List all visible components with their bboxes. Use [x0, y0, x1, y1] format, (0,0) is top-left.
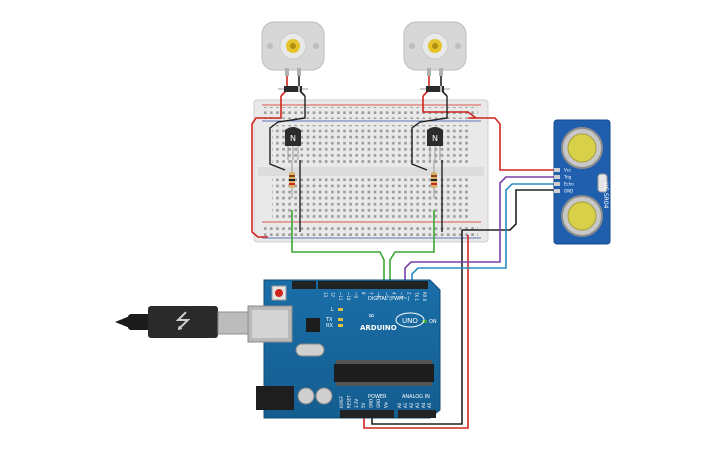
digital-pin-label: 12: [331, 292, 336, 298]
digital-pin-label: ~11: [338, 292, 343, 301]
uno-logo-text: UNO: [402, 317, 418, 325]
sensor-model-label: HC-SR04: [602, 182, 609, 209]
sensor-pin: [554, 168, 560, 172]
sensor-pin-label: GND: [564, 189, 573, 194]
transistor-right-label: N: [432, 134, 438, 143]
digital-pin-label: ~5: [384, 292, 389, 298]
arduino-logo-text: ARDUINO: [360, 324, 397, 332]
usb-icon: ⭍: [175, 309, 192, 333]
wire-trigger: [404, 176, 555, 284]
power-header-label: POWER: [368, 394, 387, 400]
led-label-rx: RX: [326, 323, 333, 329]
wire-ground-sensor: [462, 189, 555, 231]
sensor-pin-label: Trig: [563, 175, 572, 180]
wire-power-left: [251, 96, 282, 238]
analog-header: [398, 410, 436, 418]
digital-pin-label: TX 1: [414, 291, 419, 301]
atmega-chip: [334, 364, 434, 382]
digital-pin-label: ~9: [353, 292, 358, 298]
wire-power-arduino: [363, 235, 469, 429]
wire-echo: [411, 183, 555, 284]
wire-signal-left: [291, 210, 385, 284]
resistor-right: [431, 160, 437, 198]
digital-pin-label: ~10: [346, 292, 351, 301]
arduino-uno: L TX RX ON ARDUINO ∞ UNO DIGITAL (PWM~) …: [247, 279, 441, 419]
analog-pin-label: A0: [397, 402, 402, 408]
power-jack[interactable]: [256, 386, 294, 410]
infinity-icon: ∞: [368, 311, 375, 320]
diode-left: [284, 86, 302, 92]
digital-pin-label: 13: [323, 292, 328, 298]
digital-pin-label: 7: [369, 292, 374, 295]
sensor-pin: [554, 182, 560, 186]
power-pin-label: GND: [369, 399, 374, 408]
transistor-left-label: N: [290, 134, 296, 143]
power-pin-label: 5V: [361, 402, 366, 408]
breadboard: [253, 99, 489, 243]
digital-header-label: DIGITAL (PWM~): [368, 296, 410, 302]
analog-pin-label: A2: [409, 402, 414, 408]
wire-signal-right: [389, 210, 435, 284]
digital-pin-label: 8: [361, 292, 366, 295]
analog-pin-label: A1: [403, 402, 408, 408]
digital-pin-label: 4: [391, 292, 396, 295]
transistor-left: N: [285, 127, 301, 160]
analog-pin-label: A4: [421, 402, 426, 408]
sensor-pin: [554, 189, 560, 193]
digital-pin-label: 2: [407, 292, 412, 295]
digital-pin-label: RX 0: [422, 292, 427, 302]
analog-pin-label: A5: [427, 402, 432, 408]
analog-header-label: ANALOG IN: [402, 394, 430, 400]
analog-pin-label: A3: [415, 402, 420, 408]
digital-pin-label: ~6: [376, 292, 381, 298]
transistor-right: N: [427, 127, 443, 160]
sensor-pin: [554, 175, 560, 179]
sensor-pin-label: Vcc: [564, 168, 571, 173]
power-pin-label: RESET: [346, 395, 351, 408]
motor-left-wiring: [278, 76, 308, 97]
power-pin-label: 3.3V: [354, 399, 359, 408]
power-pin-label: Vin: [383, 401, 388, 408]
led-label-on: ON: [429, 319, 437, 325]
motor-left: [261, 21, 325, 76]
led-label-l: L: [331, 307, 334, 313]
resistor-left: [289, 160, 295, 198]
power-pin-label: IOREF: [339, 395, 344, 408]
power-header: [340, 410, 394, 418]
motor-right: [403, 21, 467, 76]
digital-pin-label: ~3: [399, 292, 404, 298]
power-pin-label: GND: [376, 399, 381, 408]
led-label-tx: TX: [325, 317, 333, 323]
sensor-pin-label: Echo: [564, 182, 574, 187]
motor-right-wiring: [420, 76, 450, 97]
wire-power-sensor: [468, 117, 555, 171]
digital-header: [318, 281, 428, 289]
diode-right: [426, 86, 444, 92]
